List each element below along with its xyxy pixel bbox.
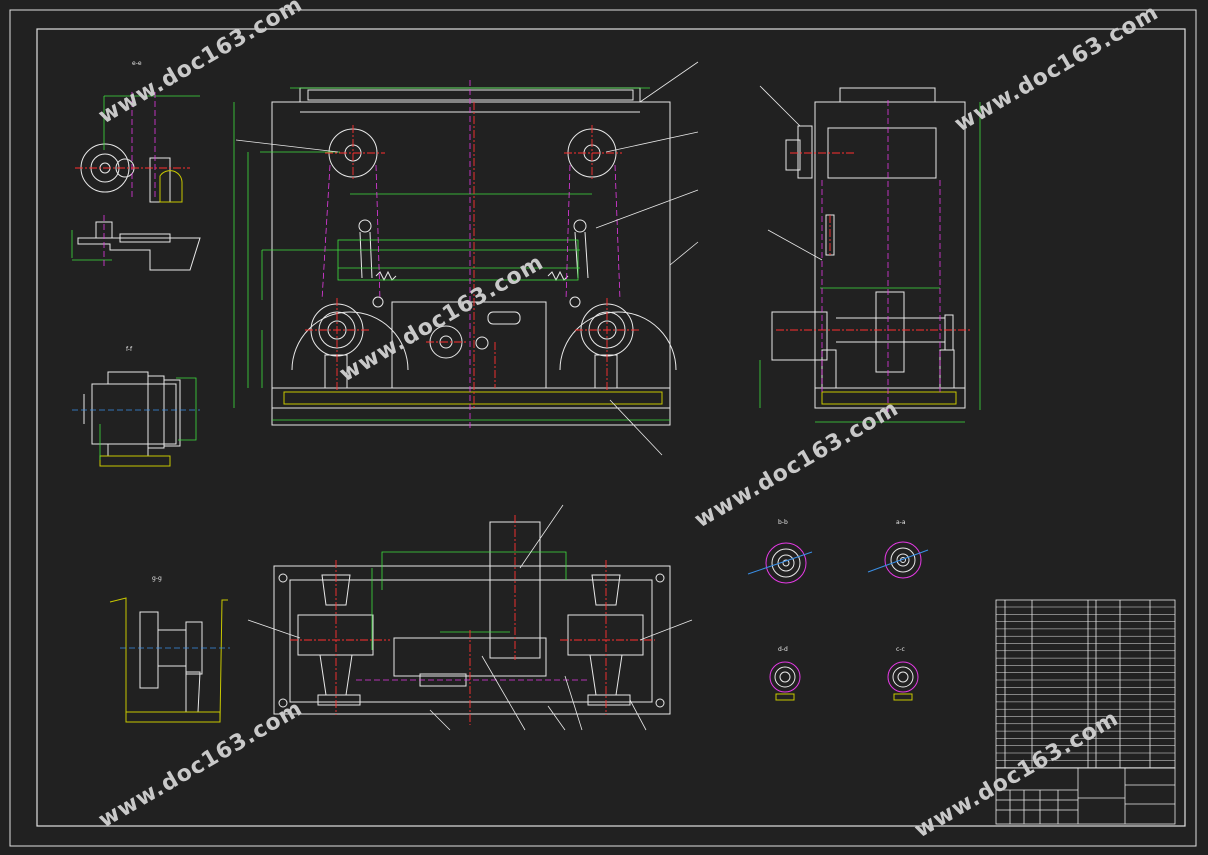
side-view-red-axes — [776, 152, 970, 331]
watermark-1: www.doc163.com — [95, 0, 308, 129]
section-e-detail — [77, 143, 201, 271]
top-view — [273, 521, 671, 715]
watermark-2: www.doc163.com — [951, 0, 1164, 137]
front-view-red-axes — [305, 102, 640, 410]
front-view-centerlines — [321, 80, 621, 428]
section-d-detail — [769, 661, 801, 701]
section-f-detail — [83, 371, 181, 467]
section-c-detail — [887, 661, 919, 701]
section-f-dims — [99, 377, 197, 460]
watermark-3: www.doc163.com — [336, 250, 549, 387]
section-g-detail — [109, 597, 228, 723]
front-view-dimensions — [233, 87, 670, 421]
top-view-leaders — [247, 504, 693, 731]
parts-list-rows — [996, 606, 1175, 768]
title-block — [995, 767, 1176, 825]
section-label-a: a-a — [896, 519, 906, 526]
top-view-dimensions — [371, 551, 567, 650]
section-label-f: f-f — [126, 346, 133, 353]
section-e-dims — [71, 95, 200, 261]
section-label-g: g-g — [152, 575, 162, 582]
watermark-6: www.doc163.com — [911, 706, 1124, 843]
front-view-leaders — [235, 61, 699, 456]
inner-border — [36, 28, 1186, 827]
section-label-c: c-c — [896, 646, 905, 653]
outer-border — [9, 9, 1197, 847]
side-view-leaders — [759, 85, 823, 261]
section-a-detail — [867, 541, 929, 579]
side-view — [771, 87, 966, 409]
side-view-centerlines — [821, 100, 941, 420]
section-b-detail — [747, 542, 813, 584]
section-e-axes — [103, 92, 156, 268]
section-label-b: b-b — [778, 519, 788, 526]
section-label-e: e-e — [132, 60, 142, 67]
watermark-4: www.doc163.com — [691, 396, 904, 533]
top-view-red-axes — [290, 515, 655, 725]
section-label-d: d-d — [778, 646, 788, 653]
side-view-dimensions — [759, 102, 981, 423]
